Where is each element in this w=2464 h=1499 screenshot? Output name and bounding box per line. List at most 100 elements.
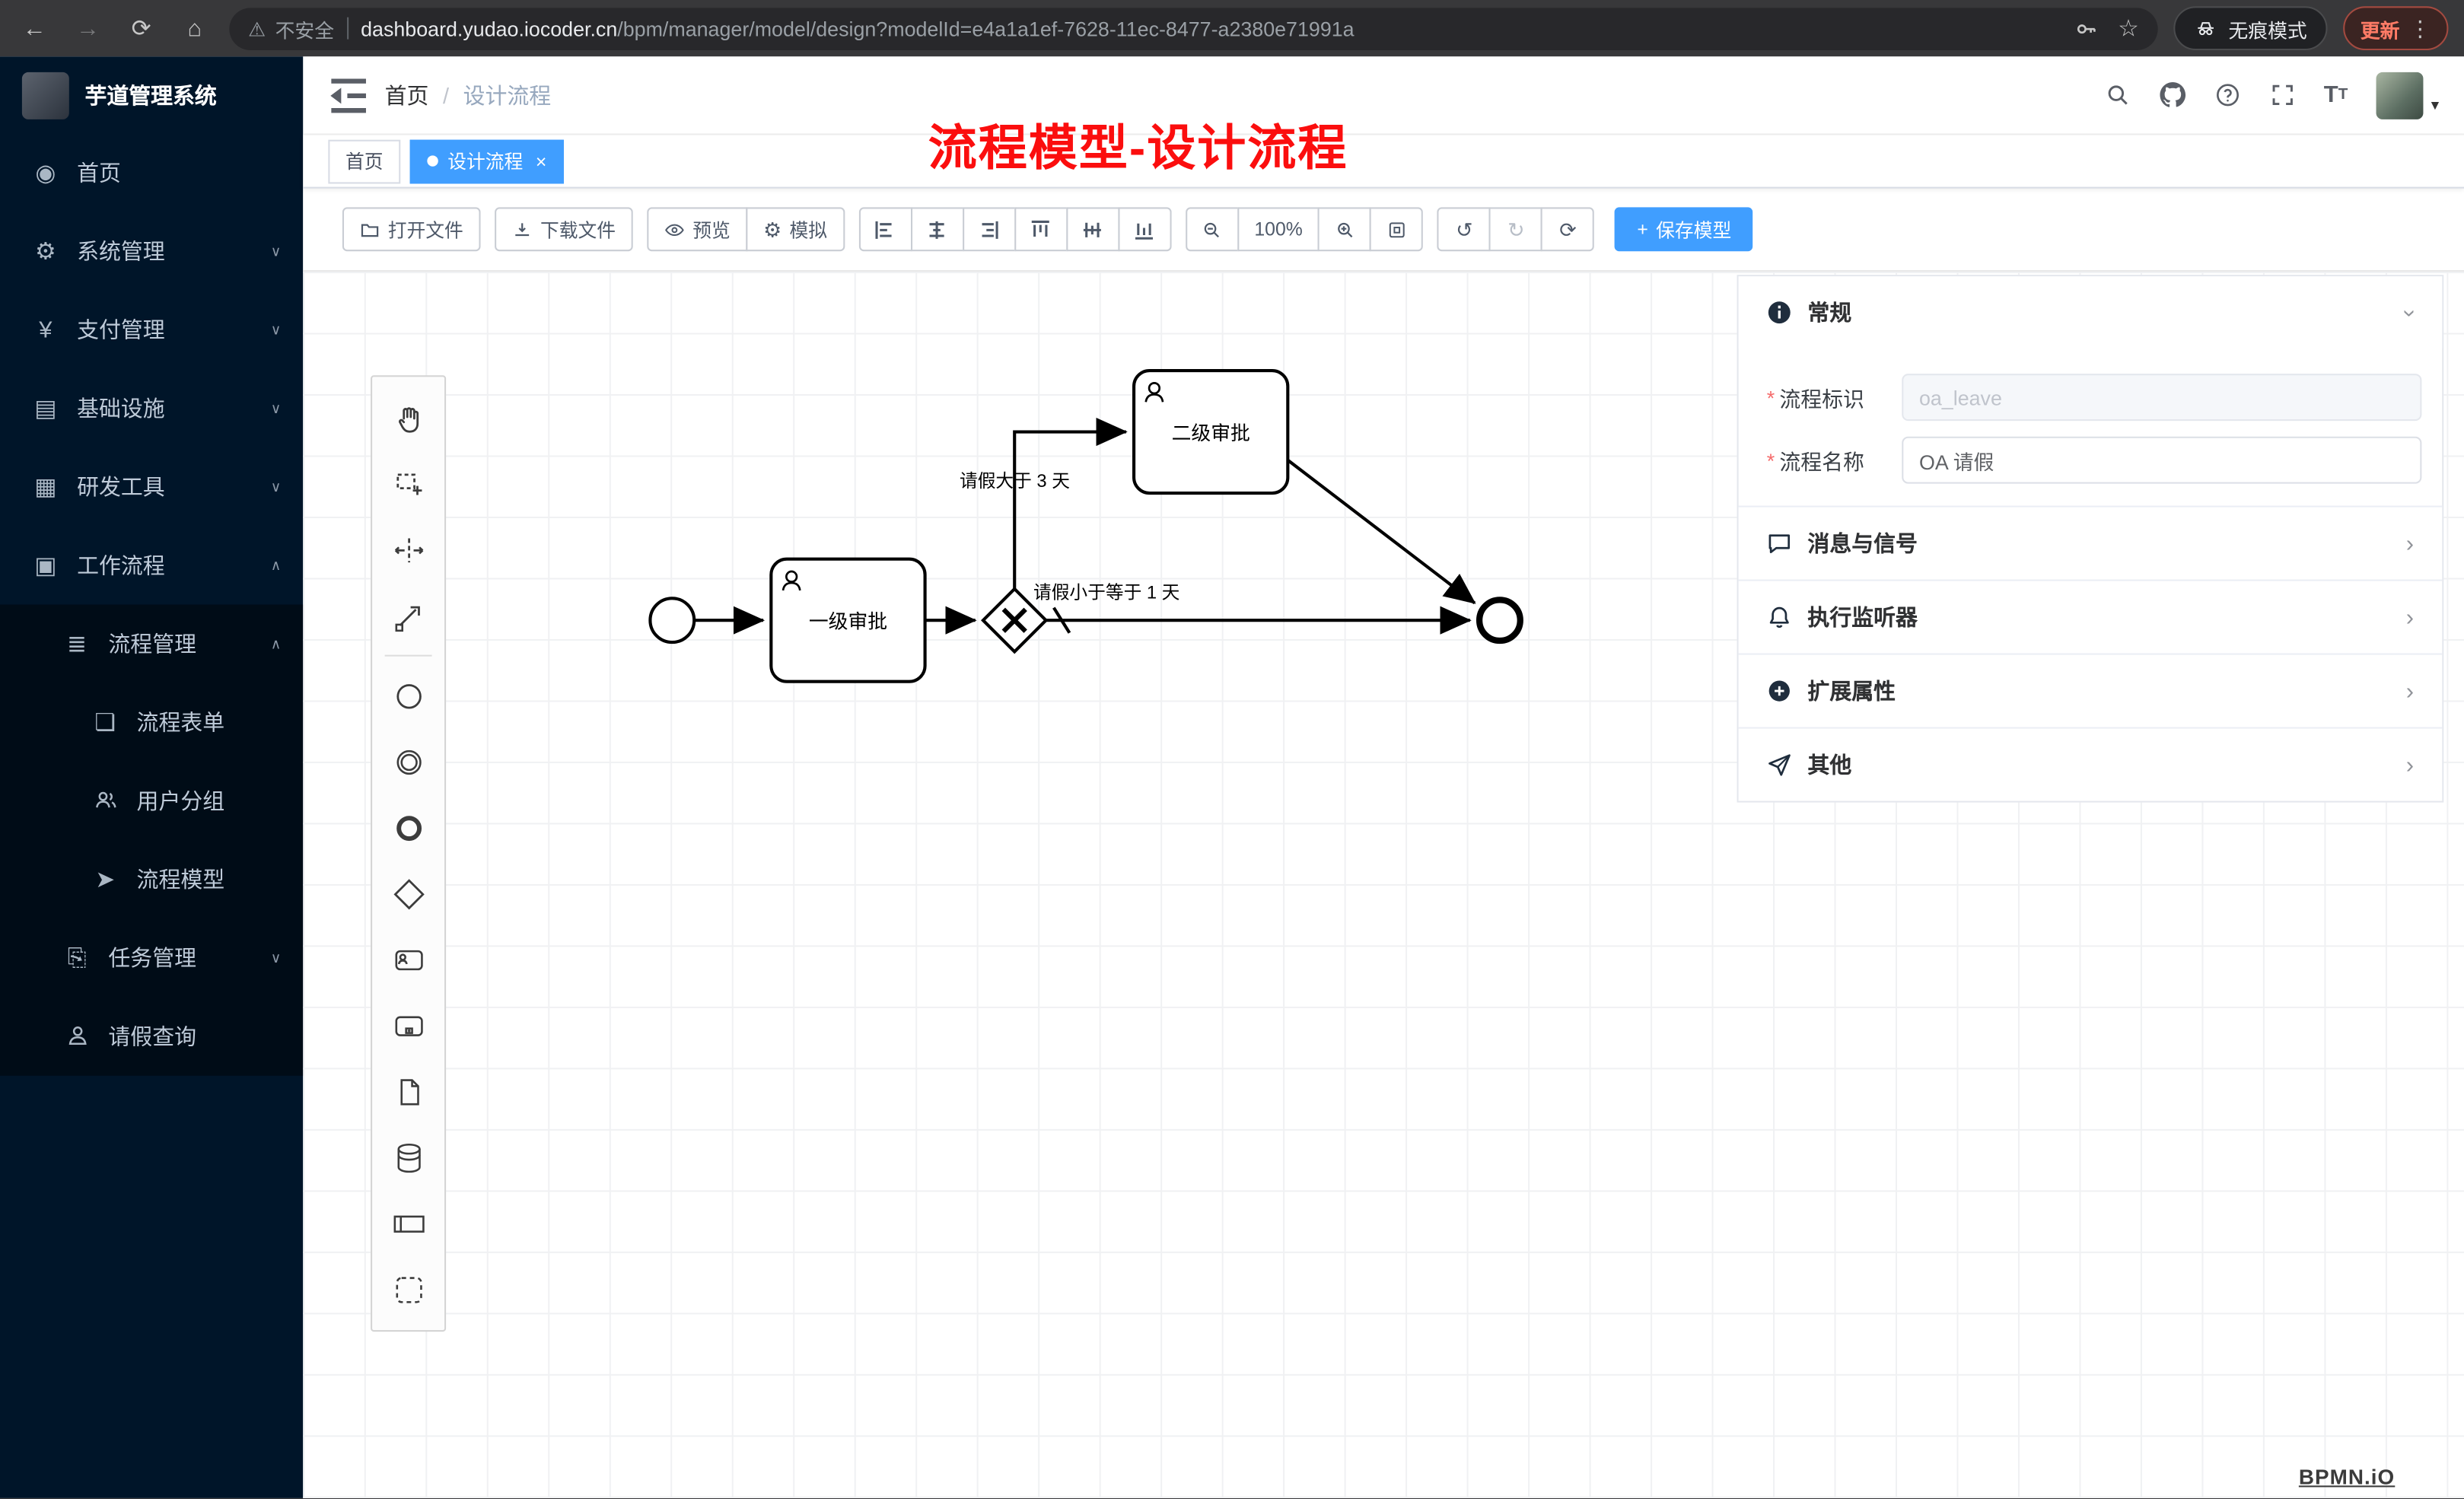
- close-icon[interactable]: ×: [535, 150, 547, 172]
- avatar[interactable]: [2376, 71, 2424, 119]
- zoom-out-button[interactable]: [1185, 207, 1239, 252]
- global-connect-tool[interactable]: [378, 583, 438, 649]
- align-left-button[interactable]: [858, 207, 912, 252]
- required-asterisk: *: [1766, 385, 1775, 409]
- sequence-flow[interactable]: [1287, 459, 1476, 605]
- create-subprocess[interactable]: [378, 992, 438, 1058]
- zoom-out-icon: [1205, 221, 1220, 237]
- bpmn-canvas[interactable]: 一级审批 二级审批: [303, 272, 2464, 1498]
- sidebar-item-user-group[interactable]: 用户分组: [0, 762, 303, 840]
- user-task-level1[interactable]: 一级审批: [769, 557, 927, 683]
- zoom-in-button[interactable]: [1318, 207, 1372, 252]
- exclusive-gateway[interactable]: [981, 587, 1049, 654]
- sidebar-item-workflow[interactable]: ▣ 工作流程 ∧: [0, 526, 303, 604]
- section-label: 执行监听器: [1807, 604, 1918, 630]
- sidebar-item-payment[interactable]: ¥ 支付管理 ∨: [0, 291, 303, 369]
- sidebar-item-system[interactable]: ⚙ 系统管理 ∨: [0, 212, 303, 291]
- tab-design-process[interactable]: 设计流程 ×: [409, 138, 565, 183]
- align-top-button[interactable]: [1014, 207, 1068, 252]
- address-bar[interactable]: ⚠ 不安全 dashboard.yudao.iocoder.cn/bpm/man…: [229, 7, 2158, 50]
- align-middle-button[interactable]: [1065, 207, 1119, 252]
- collapse-menu-icon[interactable]: [322, 68, 375, 122]
- sidebar-item-task-mgmt[interactable]: ⎘ 任务管理 ∨: [0, 918, 303, 997]
- preview-button[interactable]: 预览: [647, 207, 748, 252]
- sidebar-item-process-model[interactable]: ➤ 流程模型: [0, 840, 303, 918]
- download-file-button[interactable]: 下载文件: [495, 207, 633, 252]
- restart-button[interactable]: ⟳: [1541, 207, 1595, 252]
- create-group[interactable]: [378, 1256, 438, 1322]
- hand-tool[interactable]: [378, 385, 438, 451]
- create-gateway[interactable]: [378, 861, 438, 927]
- breadcrumb-home[interactable]: 首页: [384, 82, 429, 108]
- bpmn-io-watermark[interactable]: BPMN.iO: [2298, 1465, 2396, 1489]
- align-center-button[interactable]: [910, 207, 964, 252]
- designer-toolbar: 打开文件 下载文件 预览 ⚙ 模拟: [303, 188, 2464, 272]
- undo-button[interactable]: ↺: [1437, 207, 1491, 252]
- fit-viewport-button[interactable]: [1370, 207, 1424, 252]
- app-logo-row[interactable]: 芋道管理系统: [0, 56, 303, 133]
- home-icon[interactable]: ⌂: [187, 14, 202, 42]
- lasso-tool[interactable]: [378, 450, 438, 517]
- toolbox-icon: ▦: [34, 474, 57, 501]
- search-icon[interactable]: [2104, 81, 2131, 108]
- sidebar-item-devtools[interactable]: ▦ 研发工具 ∨: [0, 447, 303, 526]
- process-name-input[interactable]: [1902, 436, 2422, 484]
- create-participant[interactable]: [378, 1190, 438, 1256]
- sequence-flow-gt3[interactable]: [1013, 417, 1128, 589]
- end-event[interactable]: [1476, 597, 1523, 644]
- key-icon[interactable]: [2072, 15, 2099, 42]
- github-icon[interactable]: [2159, 81, 2185, 108]
- chevron-right-icon: ›: [2405, 530, 2415, 557]
- start-event[interactable]: [648, 597, 696, 644]
- update-button[interactable]: 更新 ⋮: [2343, 6, 2449, 51]
- sidebar-item-process-form[interactable]: ❏ 流程表单: [0, 683, 303, 762]
- help-icon[interactable]: [2214, 81, 2240, 108]
- task-icon: ⎘: [67, 944, 87, 972]
- process-key-input[interactable]: [1902, 374, 2422, 422]
- kebab-menu-icon[interactable]: ⋮: [2408, 14, 2431, 40]
- tab-home[interactable]: 首页: [328, 138, 401, 183]
- create-data-object[interactable]: [378, 1058, 438, 1125]
- security-chip[interactable]: ⚠ 不安全: [248, 14, 334, 43]
- reload-icon[interactable]: ⟳: [131, 15, 151, 43]
- panel-section-other[interactable]: 其他 ›: [1738, 727, 2443, 801]
- bpmn-diagram[interactable]: 一级审批 二级审批: [303, 272, 2464, 1498]
- open-file-button[interactable]: 打开文件: [342, 207, 481, 252]
- sidebar-item-home[interactable]: ◉ 首页: [0, 133, 303, 212]
- user-menu[interactable]: ▾: [2376, 71, 2439, 119]
- panel-section-general[interactable]: 常规 ›: [1738, 276, 2443, 349]
- chevron-up-icon: ∧: [270, 635, 282, 651]
- redo-button[interactable]: ↻: [1489, 207, 1543, 252]
- sidebar-item-leave-query[interactable]: 请假查询: [0, 998, 303, 1076]
- create-data-store[interactable]: [378, 1125, 438, 1191]
- chevron-right-icon: ›: [2405, 603, 2415, 631]
- condition-label-le1[interactable]: 请假小于等于 1 天: [1033, 582, 1179, 603]
- save-model-button[interactable]: + 保存模型: [1615, 207, 1754, 252]
- condition-label-gt3[interactable]: 请假大于 3 天: [960, 471, 1070, 492]
- simulate-button[interactable]: ⚙ 模拟: [746, 207, 845, 252]
- panel-section-messages[interactable]: 消息与信号 ›: [1738, 505, 2443, 580]
- chevron-up-icon: ∧: [270, 556, 282, 573]
- bookmark-star-icon[interactable]: ☆: [2118, 15, 2139, 43]
- sidebar-item-infrastructure[interactable]: ▤ 基础设施 ∨: [0, 369, 303, 447]
- sidebar-item-process-mgmt[interactable]: ≣ 流程管理 ∧: [0, 605, 303, 683]
- info-icon: [1768, 301, 1791, 324]
- create-user-task[interactable]: [378, 927, 438, 993]
- panel-section-listeners[interactable]: 执行监听器 ›: [1738, 579, 2443, 654]
- create-intermediate-event[interactable]: [378, 729, 438, 795]
- tags-view-bar: 首页 设计流程 ×: [303, 135, 2464, 189]
- fullscreen-icon[interactable]: [2269, 81, 2296, 108]
- button-label: 下载文件: [540, 218, 616, 241]
- user-task-level2[interactable]: 二级审批: [1132, 368, 1290, 495]
- align-right-button[interactable]: [962, 207, 1016, 252]
- chevron-down-icon: ∨: [270, 321, 282, 337]
- forward-icon[interactable]: →: [76, 14, 100, 42]
- create-start-event[interactable]: [378, 663, 438, 729]
- url-text[interactable]: dashboard.yudao.iocoder.cn/bpm/manager/m…: [361, 17, 2060, 40]
- back-icon[interactable]: ←: [22, 14, 46, 42]
- panel-section-extensions[interactable]: 扩展属性 ›: [1738, 653, 2443, 727]
- create-end-event[interactable]: [378, 794, 438, 861]
- align-bottom-button[interactable]: [1117, 207, 1172, 252]
- space-tool[interactable]: [378, 517, 438, 583]
